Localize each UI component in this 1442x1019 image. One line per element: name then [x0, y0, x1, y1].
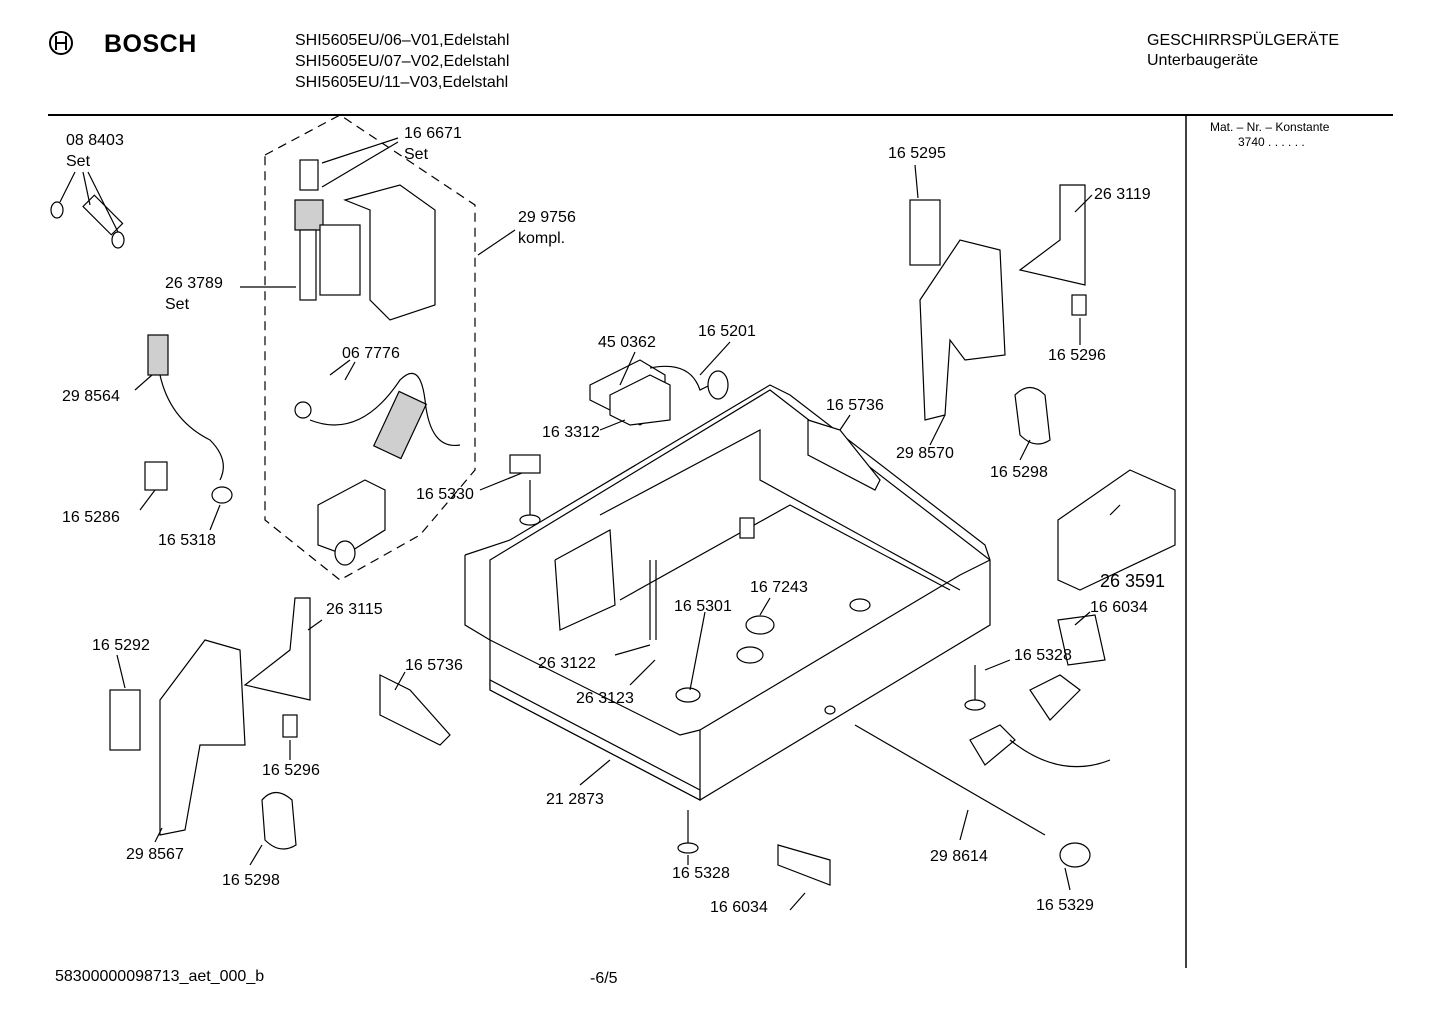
part-label: 16 5318	[158, 532, 216, 549]
part-label: 16 5201	[698, 323, 756, 340]
pump-bracket-part	[317, 479, 386, 566]
model-line-1: SHI5605EU/06–V01,Edelstahl	[295, 32, 510, 49]
part-label: 29 8570	[896, 445, 954, 462]
part-note: Set	[66, 153, 91, 170]
part-labels: 08 8403 Set 16 6671 Set 29 9756 kompl. 2…	[62, 125, 1165, 916]
part-label: 16 6034	[710, 899, 768, 916]
part-label: 16 6034	[1090, 599, 1148, 616]
part-label: 26 3122	[538, 655, 596, 672]
part-label: 16 5328	[1014, 647, 1072, 664]
part-label: 45 0362	[598, 334, 656, 351]
part-label: 16 5295	[888, 145, 946, 162]
part-label: 29 8567	[126, 846, 184, 863]
part-label: 16 6671	[404, 125, 462, 142]
part-label: 16 3312	[542, 424, 600, 441]
part-label: 29 8614	[930, 848, 988, 865]
part-label: 29 8564	[62, 388, 120, 405]
part-label: 16 5298	[222, 872, 280, 889]
drain-hose-part	[147, 334, 461, 504]
pump-assembly-part	[294, 159, 436, 419]
part-label: 16 5296	[262, 762, 320, 779]
part-label: 29 9756	[518, 209, 576, 226]
subcategory-title: Unterbaugeräte	[1147, 52, 1259, 69]
brand-name: BOSCH	[104, 30, 197, 58]
part-label: 26 3789	[165, 275, 223, 292]
right-bracket-parts	[807, 184, 1176, 868]
part-label: 26 3123	[576, 690, 634, 707]
sidebar-label: Mat. – Nr. – Konstante	[1210, 120, 1330, 134]
part-label: 16 5329	[1036, 897, 1094, 914]
model-line-3: SHI5605EU/11–V03,Edelstahl	[295, 74, 509, 91]
document-id: 58300000098713_aet_000_b	[55, 968, 265, 985]
part-label: 16 5292	[92, 637, 150, 654]
base-tub-part	[464, 384, 991, 801]
part-label: 21 2873	[546, 791, 604, 808]
page-number: -6/5	[590, 970, 618, 987]
part-label: 16 7243	[750, 579, 808, 596]
part-label: 26 3591	[1100, 571, 1165, 591]
left-bracket-parts	[109, 597, 831, 886]
leader-lines	[59, 137, 1121, 911]
part-label: 16 5286	[62, 509, 120, 526]
category-title: GESCHIRRSPÜLGERÄTE	[1147, 32, 1340, 49]
part-label: 08 8403	[66, 132, 124, 149]
model-line-2: SHI5605EU/07–V02,Edelstahl	[295, 53, 510, 70]
part-label: 16 5296	[1048, 347, 1106, 364]
part-note: Set	[404, 146, 429, 163]
heater-wiring-part	[589, 359, 729, 426]
part-label: 16 5301	[674, 598, 732, 615]
part-label: 16 5298	[990, 464, 1048, 481]
part-label: 16 5736	[405, 657, 463, 674]
part-label: 16 5736	[826, 397, 884, 414]
part-label: 06 7776	[342, 345, 400, 362]
part-label: 16 5330	[416, 486, 474, 503]
assembly-box	[264, 114, 476, 581]
part-label: 26 3115	[326, 601, 383, 618]
bosch-logo-icon	[48, 30, 74, 56]
part-label: 16 5328	[672, 865, 730, 882]
valve-part	[144, 454, 541, 526]
part-label: 26 3119	[1094, 186, 1151, 203]
part-note: Set	[165, 296, 190, 313]
part-note: kompl.	[518, 230, 565, 247]
sidebar-value: 3740 . . . . . .	[1238, 135, 1305, 149]
